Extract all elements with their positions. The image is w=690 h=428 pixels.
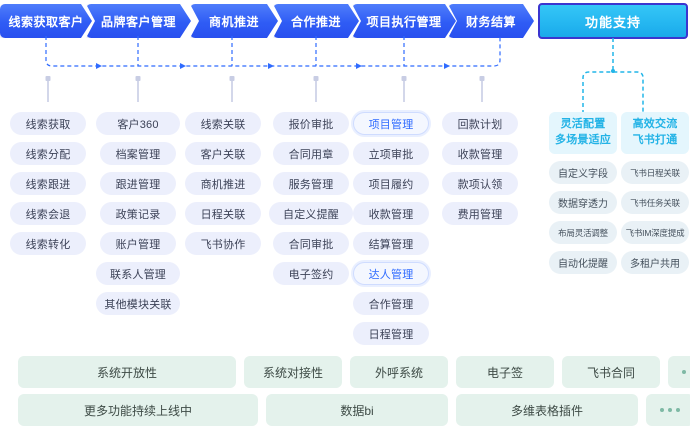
support-pill[interactable]: 飞书IM深度提成 (621, 221, 689, 244)
flow-tab-4[interactable]: 项目执行管理 (352, 4, 456, 38)
support-pill[interactable]: 多租户共用 (621, 251, 689, 274)
process-flow-bar: 线索获取客户 品牌客户管理 商机推进 合作推进 项目执行管理 财务结算 (0, 4, 540, 38)
capability-cell[interactable]: 数据bi (266, 394, 448, 426)
module-pill[interactable]: 日程关联 (185, 202, 261, 225)
flow-tab-label: 品牌客户管理 (100, 14, 176, 29)
module-pill[interactable]: 合作管理 (353, 292, 429, 315)
capability-cell[interactable]: 电子签 (456, 356, 554, 388)
column-finance: 回款计划收款管理款项认领费用管理 (442, 112, 518, 225)
module-pill[interactable]: 客户关联 (185, 142, 261, 165)
module-pill[interactable]: 账户管理 (100, 232, 176, 255)
module-pill[interactable]: 合同审批 (273, 232, 349, 255)
module-pill[interactable]: 款项认领 (442, 172, 518, 195)
support-pill[interactable]: 自动化提醒 (549, 251, 617, 274)
ellipsis-dot-icon (668, 408, 672, 412)
support-header-line: 高效交流 (632, 118, 678, 131)
module-pill[interactable]: 结算管理 (353, 232, 429, 255)
module-pill[interactable]: 立项审批 (353, 142, 429, 165)
module-pill[interactable]: 飞书协作 (185, 232, 261, 255)
capability-cell[interactable]: 更多功能持续上线中 (18, 394, 258, 426)
capability-cell[interactable]: 多维表格插件 (456, 394, 638, 426)
module-pill[interactable]: 达人管理 (353, 262, 429, 285)
module-pill[interactable]: 联系人管理 (96, 262, 180, 285)
support-header-line: 飞书打通 (632, 134, 678, 146)
flow-tab-label: 项目执行管理 (366, 14, 442, 29)
support-pill[interactable]: 自定义字段 (549, 161, 617, 184)
module-pill[interactable]: 政策记录 (100, 202, 176, 225)
more-options-cell[interactable] (668, 356, 690, 388)
ellipsis-dot-icon (660, 408, 664, 412)
bottom-row-1: 系统开放性系统对接性外呼系统电子签飞书合同 (18, 356, 690, 388)
column-customer: 客户360 档案管理跟进管理政策记录账户管理联系人管理其他模块关联 (96, 112, 180, 315)
connector-cyan-tree (538, 38, 690, 114)
support-column-header[interactable]: 高效交流飞书打通 (621, 112, 689, 154)
capability-cell[interactable]: 飞书合同 (562, 356, 660, 388)
support-header-line: 灵活配置 (560, 118, 606, 131)
column-cooperation: 报价审批合同用章服务管理自定义提醒合同审批电子签约 (269, 112, 353, 285)
module-pill[interactable]: 报价审批 (273, 112, 349, 135)
column-lead: 线索获取线索分配线索跟进线索会退线索转化 (10, 112, 86, 255)
module-pill[interactable]: 回款计划 (442, 112, 518, 135)
flow-tab-0[interactable]: 线索获取客户 (0, 4, 92, 38)
module-pill[interactable]: 线索跟进 (10, 172, 86, 195)
flow-tab-label: 财务结算 (465, 14, 516, 29)
support-pill[interactable]: 数据穿透力 (549, 191, 617, 214)
module-pill[interactable]: 线索转化 (10, 232, 86, 255)
capability-cell[interactable]: 系统开放性 (18, 356, 236, 388)
module-pill[interactable]: 项目管理 (353, 112, 429, 135)
module-pill[interactable]: 电子签约 (273, 262, 349, 285)
support-pill[interactable]: 布局灵活调整 (549, 221, 617, 244)
module-pill[interactable]: 费用管理 (442, 202, 518, 225)
flow-tab-label: 线索获取客户 (8, 14, 84, 29)
module-pill[interactable]: 线索会退 (10, 202, 86, 225)
flow-tab-label: 商机推进 (208, 14, 259, 29)
module-pill[interactable]: 商机推进 (185, 172, 261, 195)
support-column-flexible-config: 灵活配置多场景适应自定义字段数据穿透力布局灵活调整自动化提醒 (549, 112, 617, 274)
support-pill[interactable]: 飞书日程关联 (621, 161, 689, 184)
module-pill[interactable]: 档案管理 (100, 142, 176, 165)
flow-tab-label: 合作推进 (290, 14, 341, 29)
column-project: 项目管理立项审批项目履约收款管理结算管理达人管理合作管理日程管理 (353, 112, 429, 345)
module-pill[interactable]: 线索获取 (10, 112, 86, 135)
module-pill[interactable]: 收款管理 (353, 202, 429, 225)
tab-function-support-label: 功能支持 (584, 14, 641, 30)
module-pill[interactable]: 收款管理 (442, 142, 518, 165)
column-opportunity: 线索关联客户关联商机推进日程关联飞书协作 (185, 112, 261, 255)
ellipsis-dot-icon (676, 408, 680, 412)
support-column-header[interactable]: 灵活配置多场景适应 (549, 112, 617, 154)
support-header-line: 多场景适应 (555, 134, 611, 146)
support-pill[interactable]: 飞书任务关联 (621, 191, 689, 214)
ellipsis-dot-icon (682, 370, 686, 374)
more-options-cell[interactable] (646, 394, 690, 426)
connector-blue-bus (0, 36, 540, 108)
flow-tab-5[interactable]: 财务结算 (448, 4, 534, 38)
support-column-efficient-communication: 高效交流飞书打通飞书日程关联飞书任务关联飞书IM深度提成多租户共用 (621, 112, 689, 274)
module-pill[interactable]: 跟进管理 (100, 172, 176, 195)
tab-function-support[interactable]: 功能支持 (538, 3, 688, 39)
module-pill[interactable]: 线索关联 (185, 112, 261, 135)
module-pill[interactable]: 日程管理 (353, 322, 429, 345)
capability-cell[interactable]: 外呼系统 (350, 356, 448, 388)
module-pill[interactable]: 其他模块关联 (96, 292, 180, 315)
module-pill[interactable]: 客户360 (96, 112, 180, 135)
capability-cell[interactable]: 系统对接性 (244, 356, 342, 388)
flow-tab-3[interactable]: 合作推进 (273, 4, 359, 38)
module-pill[interactable]: 自定义提醒 (269, 202, 353, 225)
module-pill[interactable]: 线索分配 (10, 142, 86, 165)
module-pill[interactable]: 项目履约 (353, 172, 429, 195)
module-pill[interactable]: 服务管理 (273, 172, 349, 195)
flow-tab-1[interactable]: 品牌客户管理 (86, 4, 191, 38)
flow-tab-2[interactable]: 商机推进 (190, 4, 278, 38)
module-pill[interactable]: 合同用章 (273, 142, 349, 165)
